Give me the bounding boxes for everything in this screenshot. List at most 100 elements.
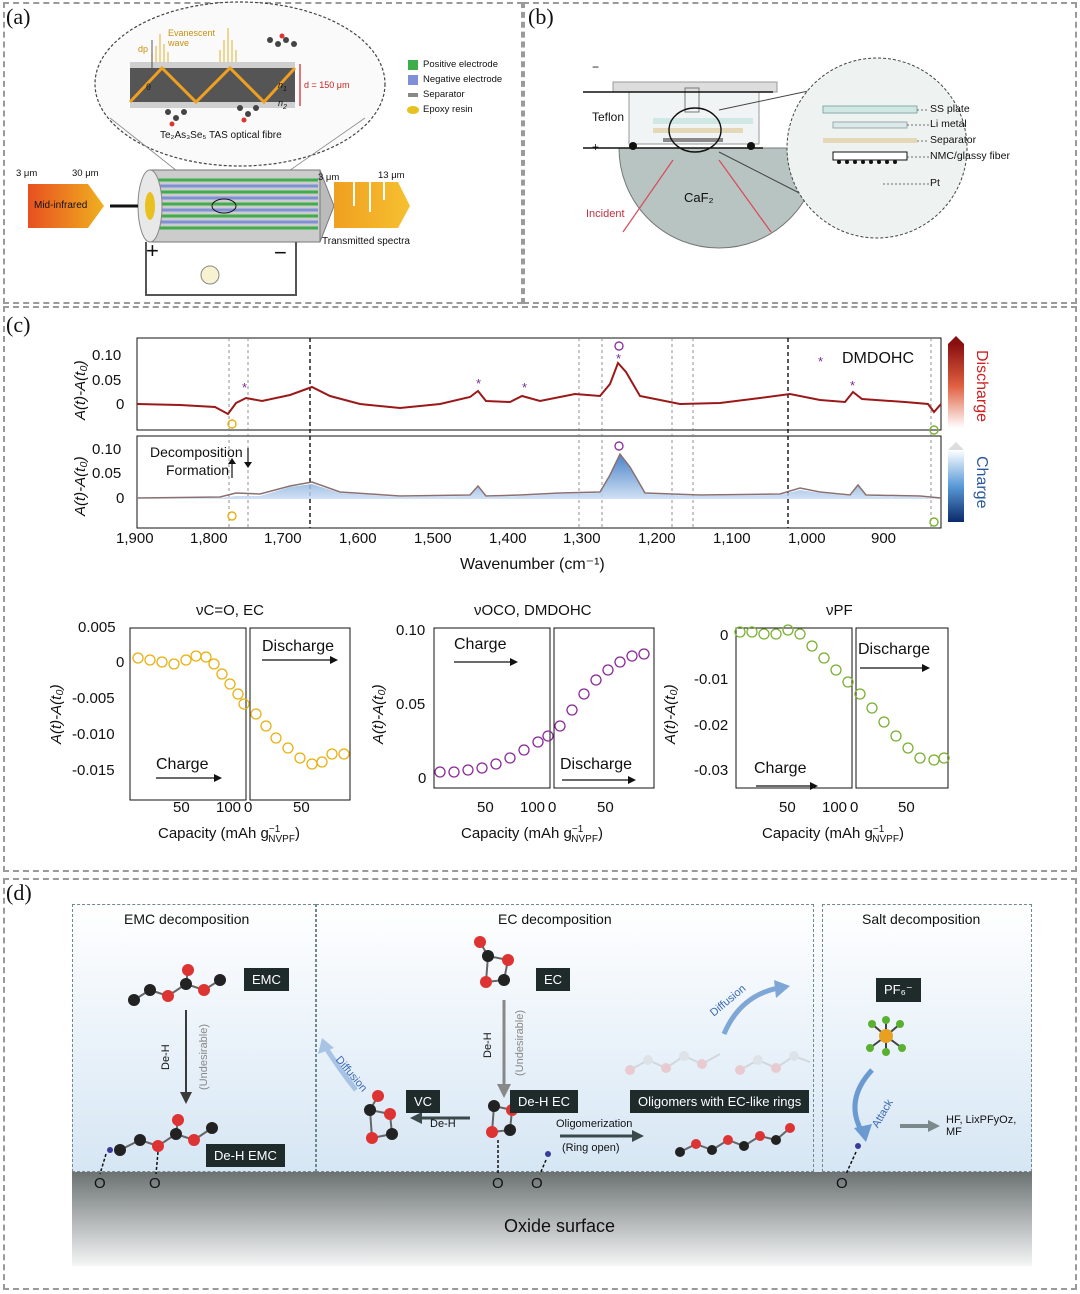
xtick-0: 1,900 [116, 530, 154, 547]
emc-label: EMC [244, 968, 289, 991]
layer-pt: Pt [930, 177, 940, 189]
surface-o-3: O [492, 1175, 504, 1192]
sub2-cap-sub: NVPF [571, 834, 598, 845]
incident-label: Incident [586, 208, 625, 220]
emc-undesirable-label: (Undesirable) [198, 1023, 210, 1090]
sub2-capacity-xlabel: Capacity (mAh g−1NVPF) [461, 824, 603, 845]
charge-colorbar-label: Charge [973, 456, 990, 509]
legend-separator: Separator [423, 89, 465, 100]
sub2-ytick-1: 0.05 [396, 696, 426, 713]
sub3-ylabel: A(t)-A(t₀) [662, 684, 679, 744]
surface-o-5: O [836, 1175, 848, 1192]
fibre-label: Te₂As₃Se₅ TAS optical fibre [160, 130, 282, 141]
xtick-9: 1,000 [788, 530, 826, 547]
n1-symbol: n [278, 80, 284, 90]
ec-label: EC [536, 968, 571, 991]
sub2-title: νOCO, DMDOHC [474, 602, 592, 619]
legend-positive-electrode: Positive electrode [423, 59, 498, 70]
capacity-subplots [129, 624, 950, 801]
sub1-cap-text: Capacity (mAh g [158, 825, 269, 842]
sub3-cap-tick-2: 0 [850, 799, 859, 816]
sub3-cap-end: ) [898, 825, 904, 842]
xtick-5: 1,400 [489, 530, 527, 547]
emc-decomposition-box [72, 904, 316, 1172]
salt-decomposition-box [822, 904, 1032, 1172]
legend-negative-electrode: Negative electrode [423, 74, 503, 85]
sub2-cap-end: ) [597, 825, 603, 842]
sub3-charge-label: Charge [754, 760, 807, 777]
xtick-4: 1,500 [414, 530, 452, 547]
sub3-cap-sup: −1 [872, 824, 885, 835]
sub3-ytick-2: -0.02 [694, 717, 729, 734]
plus-terminal-b: + [592, 140, 600, 154]
sub3-ytick-3: -0.03 [694, 762, 729, 779]
cell-cross-section-schematic [583, 57, 968, 249]
n2-subscript: 2 [283, 103, 287, 111]
right-arrow-w1: 3 μm [318, 172, 340, 183]
xtick-6: 1,300 [563, 530, 601, 547]
sub1-ylabel: A(t)-A(t₀) [48, 684, 65, 744]
dp-label: dp [138, 44, 149, 54]
surface-o-1: O [94, 1175, 106, 1192]
panel-c-label: (c) [6, 312, 31, 337]
sub3-cap-text: Capacity (mAh g [762, 825, 873, 842]
sub1-cap-sub: NVPF [268, 834, 295, 845]
electrolyte-region [72, 904, 1032, 1172]
panel-d-label: (d) [6, 880, 32, 905]
salt-decomposition-title: Salt decomposition [862, 911, 981, 927]
sub3-cap-tick-0: 50 [779, 799, 796, 816]
top-ylabel: A(t)-A(t₀) [72, 360, 89, 420]
layer-ss-plate: SS plate [930, 103, 970, 115]
sub1-capacity-xlabel: Capacity (mAh g−1NVPF) [158, 824, 300, 845]
vc-label: VC [406, 1090, 441, 1113]
sub3-cap-tick-1: 100 [822, 799, 848, 816]
dmdohc-legend: DMDOHC [842, 350, 914, 367]
sub1-discharge-label: Discharge [262, 638, 335, 655]
n1-subscript: 1 [283, 85, 287, 93]
sub3-cap-sub: NVPF [872, 834, 899, 845]
discharge-colorbar-label: Discharge [973, 350, 990, 423]
right-arrow-w2: 13 μm [378, 170, 405, 181]
ring-open-label: (Ring open) [562, 1142, 620, 1154]
sub2-cap-sup: −1 [571, 824, 584, 835]
decomposition-label: Decomposition [150, 444, 243, 460]
sub2-cap-tick-2: 0 [548, 799, 557, 816]
sub2-cap-text: Capacity (mAh g [461, 825, 572, 842]
transmitted-spectra-label: Transmitted spectra [322, 236, 410, 247]
formation-label: Formation [166, 462, 230, 478]
legend-epoxy-resin: Epoxy resin [423, 104, 473, 115]
caf2-label: CaF₂ [684, 190, 714, 205]
sub1-cap-end: ) [294, 825, 300, 842]
oligomers-label: Oligomers with EC-like rings [630, 1090, 810, 1113]
surface-o-2: O [149, 1175, 161, 1192]
xtick-7: 1,200 [638, 530, 676, 547]
n2-label: n2 [278, 98, 287, 111]
svg-text:*: * [476, 376, 481, 391]
xtick-1: 1,800 [190, 530, 228, 547]
decomposition-molecules [99, 936, 940, 1175]
ec-deh-vertical-label: De-H [482, 1032, 494, 1058]
sub3-ytick-0: 0 [720, 627, 729, 644]
top-ytick-1: 0.05 [92, 372, 122, 389]
ec-decomposition-box [316, 904, 814, 1172]
layer-li-metal: Li metal [930, 118, 967, 130]
bottom-ylabel: A(t)-A(t₀) [72, 456, 89, 516]
xtick-8: 1,100 [713, 530, 751, 547]
emc-decomposition-title: EMC decomposition [124, 911, 250, 927]
sub3-cap-tick-3: 50 [898, 799, 915, 816]
minus-terminal-icon: − [274, 240, 287, 265]
layer-separator: Separator [930, 134, 977, 146]
mid-infrared-label: Mid-infrared [34, 200, 88, 211]
left-arrow-w1: 3 μm [16, 168, 38, 179]
surface-o-4: O [531, 1175, 543, 1192]
svg-text:*: * [242, 380, 247, 395]
salt-products-label: HF, LixPFyOz, MF [946, 1114, 1017, 1138]
oxide-surface [72, 1172, 1032, 1266]
sub1-ytick-3: -0.010 [72, 726, 115, 743]
emc-deh-label: De-H [160, 1044, 172, 1070]
oligomerization-label: Oligomerization [556, 1118, 633, 1130]
panel-a-label: (a) [6, 4, 31, 29]
sub1-ytick-4: -0.015 [72, 762, 115, 779]
wavenumber-xlabel: Wavenumber (cm⁻¹) [460, 556, 605, 573]
bottom-ytick-2: 0 [116, 490, 125, 507]
